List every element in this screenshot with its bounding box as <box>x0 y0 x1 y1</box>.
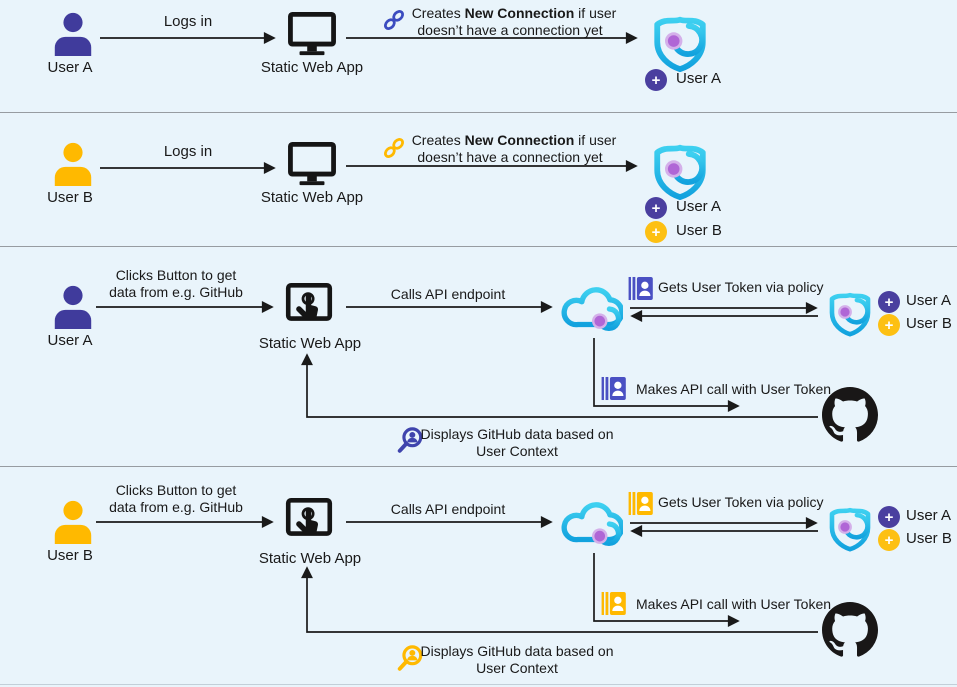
click-note-line1: Clicks Button to get <box>115 267 237 283</box>
connected-user-label: User A <box>906 292 952 309</box>
plus-badge-user-a: + <box>878 291 900 313</box>
plus-icon: + <box>884 531 894 549</box>
contact-badge-icon <box>600 587 627 620</box>
section-divider-1 <box>0 112 957 113</box>
plus-icon: + <box>884 316 894 334</box>
click-screen-icon <box>285 496 333 548</box>
static-web-app-label: Static Web App <box>260 189 364 206</box>
connection-note-line1: Creates New Connection if user <box>411 132 617 148</box>
contact-badge-icon <box>600 372 627 405</box>
section-divider-3 <box>0 466 957 467</box>
user-b-label: User B <box>47 189 93 206</box>
monitor-icon <box>287 11 337 57</box>
note-post: if user <box>574 132 617 148</box>
plus-icon: + <box>884 293 894 311</box>
connected-user-label: User B <box>906 315 952 332</box>
display-note-line2: User Context <box>476 660 558 676</box>
token-shield-icon <box>650 138 710 200</box>
user-b-label: User B <box>47 547 93 564</box>
connected-user-label: User A <box>676 70 722 87</box>
plus-icon: + <box>651 223 661 241</box>
note-post: if user <box>574 5 617 21</box>
connected-user-label: User A <box>906 507 952 524</box>
user-a-icon <box>50 283 96 331</box>
link-icon <box>382 7 406 33</box>
display-note-line1: Displays GitHub data based on <box>420 643 614 659</box>
plus-badge-user-a: + <box>878 506 900 528</box>
connection-note-line2: doesn’t have a connection yet <box>417 149 603 165</box>
contact-badge-icon <box>627 487 654 520</box>
arrow-github-return-b <box>301 566 818 633</box>
api-call-token-label: Makes API call with User Token <box>636 596 832 612</box>
token-shield-icon <box>827 502 873 552</box>
contact-badge-icon <box>627 272 654 305</box>
arrow-api-call-github-b <box>593 553 740 627</box>
click-note-line2: data from e.g. GitHub <box>109 284 243 300</box>
click-note-line1: Clicks Button to get <box>115 482 237 498</box>
display-note-line1: Displays GitHub data based on <box>420 426 614 442</box>
connected-user-label: User B <box>676 222 722 239</box>
arrow-github-return-a <box>301 353 818 418</box>
user-b-icon <box>50 498 96 546</box>
logs-in-label: Logs in <box>163 143 213 160</box>
connected-user-label: User A <box>676 198 722 215</box>
user-b-icon <box>50 140 96 188</box>
user-a-icon <box>50 10 96 58</box>
plus-icon: + <box>884 508 894 526</box>
api-cloud-icon <box>561 280 623 338</box>
connection-note-line1: Creates New Connection if user <box>411 5 617 21</box>
static-web-app-label: Static Web App <box>260 59 364 76</box>
user-a-label: User A <box>47 59 93 76</box>
plus-badge-user-a: + <box>645 69 667 91</box>
plus-icon: + <box>651 199 661 217</box>
plus-icon: + <box>651 71 661 89</box>
connected-user-label: User B <box>906 530 952 547</box>
token-shield-icon <box>650 10 710 72</box>
click-note-line2: data from e.g. GitHub <box>109 499 243 515</box>
token-policy-label: Gets User Token via policy <box>658 279 824 295</box>
monitor-icon <box>287 141 337 187</box>
note-bold: New Connection <box>464 5 575 21</box>
plus-badge-user-a: + <box>645 197 667 219</box>
connection-note-line2: doesn’t have a connection yet <box>417 22 603 38</box>
display-note-line2: User Context <box>476 443 558 459</box>
calls-api-label: Calls API endpoint <box>390 286 506 302</box>
api-call-token-label: Makes API call with User Token <box>636 381 832 397</box>
note-bold: New Connection <box>464 132 575 148</box>
section-divider-4 <box>0 684 957 685</box>
click-screen-icon <box>285 281 333 333</box>
plus-badge-user-b: + <box>645 221 667 243</box>
static-web-app-label: Static Web App <box>258 335 362 352</box>
link-icon <box>382 135 406 161</box>
user-a-label: User A <box>47 332 93 349</box>
token-shield-icon <box>827 287 873 337</box>
logs-in-label: Logs in <box>163 13 213 30</box>
note-pre: Creates <box>411 5 465 21</box>
token-policy-label: Gets User Token via policy <box>658 494 824 510</box>
note-pre: Creates <box>411 132 465 148</box>
api-cloud-icon <box>561 495 623 553</box>
section-divider-2 <box>0 246 957 247</box>
calls-api-label: Calls API endpoint <box>390 501 506 517</box>
static-web-app-label: Static Web App <box>258 550 362 567</box>
plus-badge-user-b: + <box>878 529 900 551</box>
plus-badge-user-b: + <box>878 314 900 336</box>
arrow-api-call-github-a <box>593 338 740 412</box>
